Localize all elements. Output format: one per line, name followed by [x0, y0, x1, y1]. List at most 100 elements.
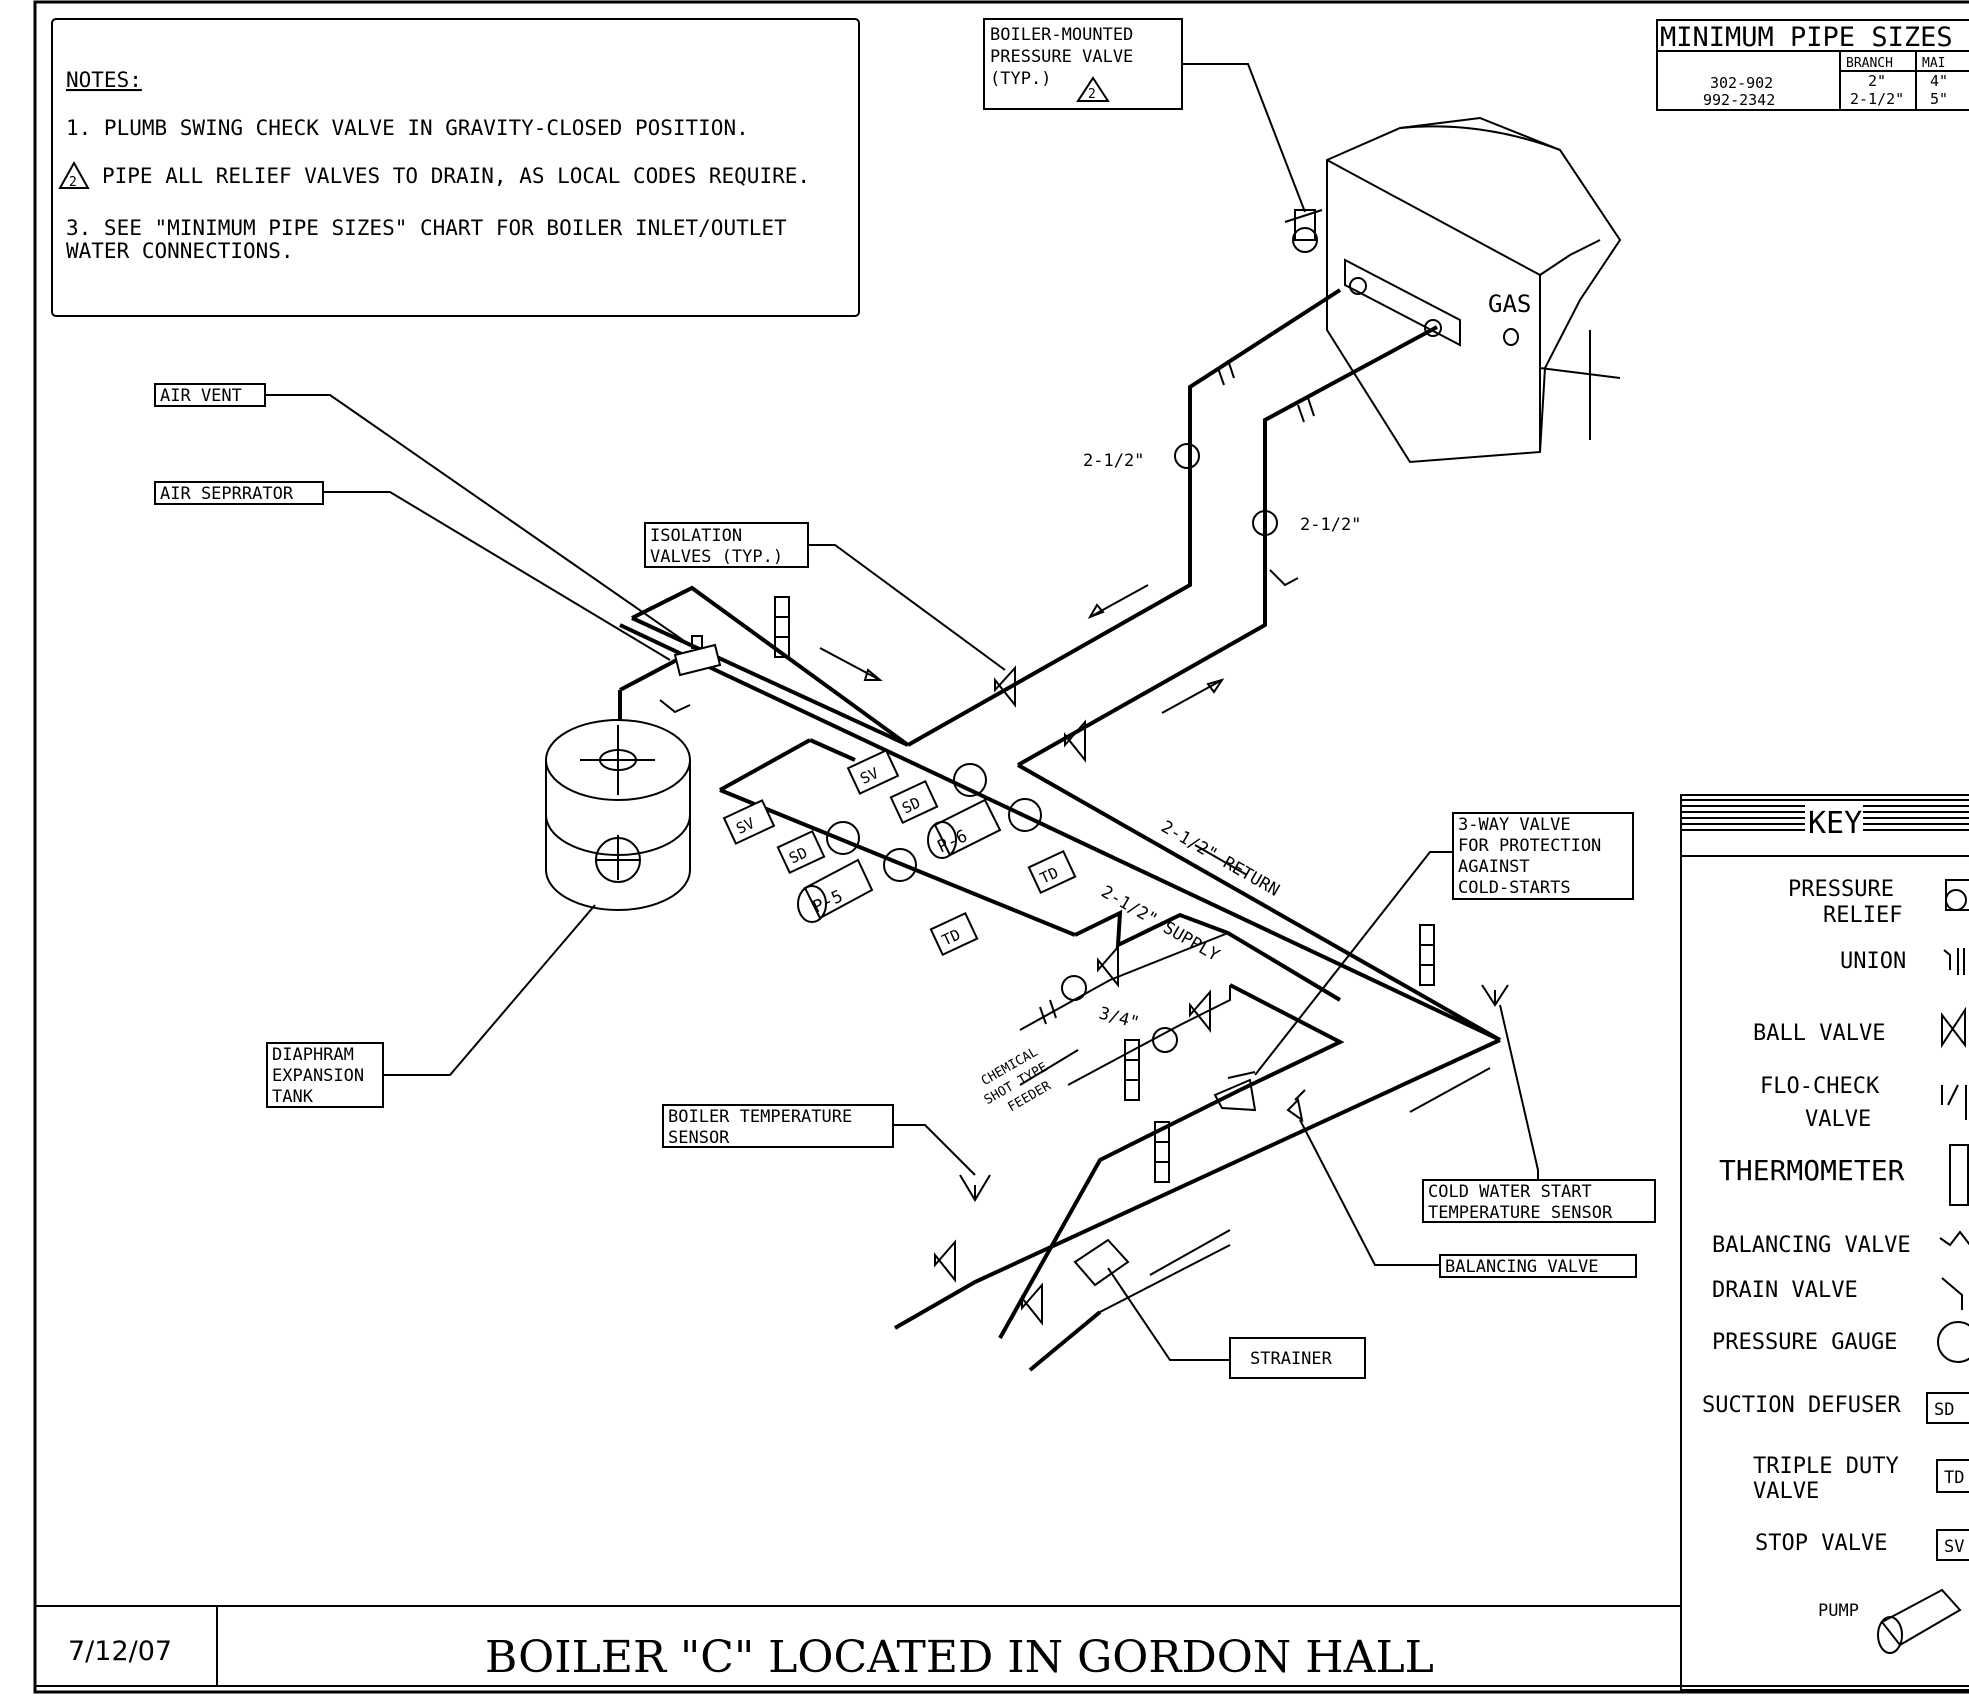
svg-text:TD: TD: [1037, 864, 1061, 888]
ball-valve-icon: [994, 665, 1016, 708]
key-label-triple-duty: TRIPLE DUTY: [1753, 1454, 1899, 1479]
pipe-size-label: 2-1/2": [1083, 451, 1144, 471]
svg-text:STRAINER: STRAINER: [1250, 1349, 1333, 1369]
key-legend: KEY PRESSURE RELIEF UNION BALL VALVE FLO…: [1680, 794, 1969, 1691]
key-label-suction-defuser: SUCTION DEFUSER: [1702, 1393, 1901, 1418]
svg-text:COLD-STARTS: COLD-STARTS: [1458, 878, 1571, 898]
svg-text:SENSOR: SENSOR: [668, 1128, 730, 1148]
ball-valve-icon: [1941, 1006, 1966, 1049]
notes-heading: NOTES:: [66, 68, 142, 92]
note-3-line-2: WATER CONNECTIONS.: [66, 239, 294, 263]
warning-triangle-icon: [1076, 76, 1110, 102]
flow-indicator-icon: [1061, 975, 1087, 1001]
note-3-line-1: 3. SEE "MINIMUM PIPE SIZES" CHART FOR BO…: [66, 216, 787, 240]
thermometer-icon: [1124, 1039, 1140, 1101]
flo-check-icon: [1941, 1084, 1967, 1120]
thermometer-icon: [774, 596, 790, 658]
drawing-date: 7/12/07: [68, 1636, 172, 1667]
boiler-mounted-callout: BOILER-MOUNTED PRESSURE VALVE (TYP.) 2: [983, 18, 1306, 213]
pressure-relief-icon: [1284, 209, 1323, 253]
svg-text:SV: SV: [857, 764, 881, 788]
pressure-gauge-icon: [883, 848, 917, 882]
svg-text:BALANCING VALVE: BALANCING VALVE: [1445, 1257, 1599, 1277]
key-label-ball-valve: BALL VALVE: [1753, 1021, 1885, 1046]
svg-text:PRESSURE VALVE: PRESSURE VALVE: [990, 47, 1133, 67]
pipe-sizes-model: 992-2342: [1703, 91, 1775, 109]
svg-text:TEMPERATURE SENSOR: TEMPERATURE SENSOR: [1428, 1203, 1613, 1223]
pressure-gauge-icon: [1937, 1321, 1969, 1363]
flow-indicator-icon: [1252, 510, 1278, 536]
triple-duty-icon: [1936, 1459, 1969, 1493]
strainer-icon: [1073, 1238, 1130, 1287]
chemical-feeder-label: CHEMICAL SHOT TYPE FEEDER: [979, 1045, 1054, 1116]
pressure-gauge-icon: [953, 763, 987, 797]
svg-text:EXPANSION: EXPANSION: [272, 1066, 364, 1086]
flow-indicator-icon: [1174, 443, 1200, 469]
key-label-pressure-gauge: PRESSURE GAUGE: [1712, 1330, 1897, 1355]
triple-duty-valve-td: TD: [929, 911, 979, 957]
svg-text:BOILER-MOUNTED: BOILER-MOUNTED: [990, 25, 1133, 45]
air-vent-callout: AIR VENT: [154, 383, 691, 646]
notes-panel: NOTES: 1. PLUMB SWING CHECK VALVE IN GRA…: [51, 18, 860, 317]
svg-text:AIR VENT: AIR VENT: [160, 386, 242, 406]
pipe-sizes-model: 302-902: [1710, 74, 1773, 92]
piping-main: [618, 288, 1501, 1372]
svg-text:2: 2: [69, 175, 77, 190]
suction-defuser-sd: SD: [776, 829, 826, 875]
strainer-callout: STRAINER: [1107, 1267, 1366, 1379]
key-label-balancing-valve: BALANCING VALVE: [1712, 1233, 1911, 1258]
title-block: 7/12/07 BOILER "C" LOCATED IN GORDON HAL…: [35, 1605, 1969, 1687]
svg-text:SD: SD: [786, 844, 810, 868]
svg-text:ISOLATION: ISOLATION: [650, 526, 742, 546]
ball-valve-icon: [934, 1239, 956, 1283]
pump-p5: P-5: [797, 858, 874, 923]
balancing-valve-callout: BALANCING VALVE: [1299, 1119, 1637, 1278]
pipe-sizes-main: 4": [1930, 72, 1948, 90]
note-2-triangle-icon: 2: [58, 160, 90, 190]
boiler-unit: GAS: [1284, 116, 1622, 464]
three-quarter-label: 3/4": [1097, 1004, 1142, 1034]
isolation-valves-callout: ISOLATION VALVES (TYP.): [644, 522, 1006, 671]
flow-indicator-icon: [1152, 1027, 1178, 1053]
ball-valve-icon: [1021, 1282, 1043, 1326]
gas-label: GAS: [1488, 290, 1531, 318]
svg-text:SV: SV: [733, 814, 757, 838]
svg-text:2: 2: [1088, 87, 1096, 102]
union-icon: [1943, 948, 1965, 975]
stop-valve-icon: [1936, 1529, 1969, 1561]
svg-text:SD: SD: [899, 794, 923, 818]
cold-water-sensor-callout: COLD WATER START TEMPERATURE SENSOR: [1422, 1004, 1656, 1223]
svg-text:SD: SD: [1934, 1400, 1954, 1420]
balancing-valve-icon: [1939, 1230, 1969, 1247]
temperature-sensor-icon: [1481, 984, 1509, 1007]
svg-text:VALVES (TYP.): VALVES (TYP.): [650, 547, 783, 567]
note-1: 1. PLUMB SWING CHECK VALVE IN GRAVITY-CL…: [66, 116, 749, 140]
drain-valve-icon: [1941, 1277, 1963, 1310]
drain-valve-icon: [659, 569, 1299, 714]
svg-text:DIAPHRAM: DIAPHRAM: [272, 1045, 354, 1065]
svg-text:SV: SV: [1944, 1537, 1964, 1557]
key-title: KEY: [1808, 806, 1862, 841]
pipe-sizes-table: MINIMUM PIPE SIZES BRANCH MAI 302-902 2"…: [1656, 19, 1969, 111]
pipe-sizes-branch: 2-1/2": [1850, 90, 1904, 108]
union-icon: [1039, 359, 1315, 1025]
svg-text:BOILER TEMPERATURE: BOILER TEMPERATURE: [668, 1107, 852, 1127]
pipe-sizes-main: 5": [1930, 90, 1948, 108]
key-label-flo-check: FLO-CHECK: [1760, 1074, 1880, 1099]
stop-valve-sv: SV: [846, 749, 900, 795]
pipe-sizes-title: MINIMUM PIPE SIZES: [1660, 22, 1953, 53]
pipe-size-label: 2-1/2": [1300, 515, 1361, 535]
pump-p6: P-6: [927, 798, 1002, 859]
svg-text:3-WAY VALVE: 3-WAY VALVE: [1458, 815, 1571, 835]
three-way-valve-callout: 3-WAY VALVE FOR PROTECTION AGAINST COLD-…: [1254, 812, 1634, 1076]
pipe-sizes-branch: 2": [1868, 72, 1886, 90]
ball-valve-icon: [1189, 989, 1211, 1033]
svg-text:(TYP.): (TYP.): [990, 69, 1051, 89]
temperature-sensor-icon: [959, 1174, 991, 1202]
key-label-pressure-relief: RELIEF: [1823, 903, 1902, 928]
air-vent-icon: [691, 635, 703, 649]
balancing-valve-icon: [1286, 1089, 1306, 1123]
note-2: PIPE ALL RELIEF VALVES TO DRAIN, AS LOCA…: [102, 164, 810, 188]
ball-valve-icon: [1097, 944, 1119, 988]
